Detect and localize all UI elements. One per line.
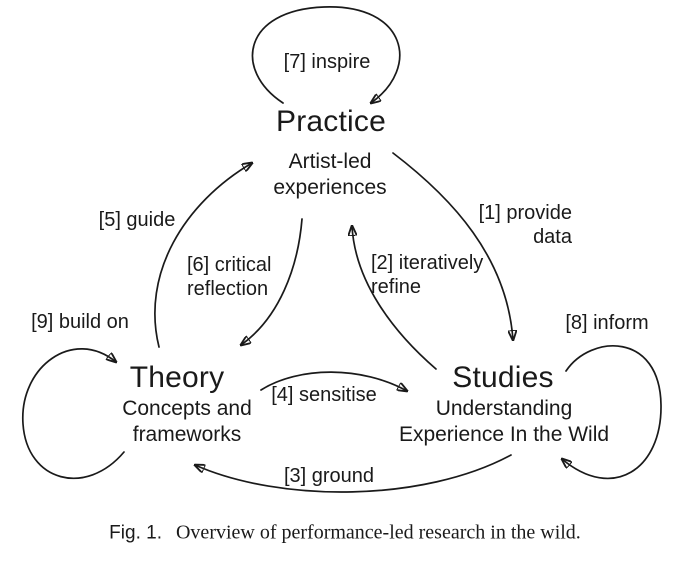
edge-label-2-line1: [2] iteratively: [371, 252, 484, 274]
practice-node-title: Practice: [276, 105, 386, 138]
arrow-5-guide: [154, 163, 252, 348]
edge-label-9-build-on: [9] build on: [31, 311, 129, 333]
edge-label-5-guide: [5] guide: [98, 209, 176, 231]
arrow-7-inspire-loop: [251, 6, 401, 103]
arrow-3-ground: [195, 454, 512, 493]
theory-subtitle-line1: Concepts and: [122, 396, 252, 420]
arrow-1-provide-data: [392, 152, 513, 340]
edge-label-8-inform: [8] inform: [565, 312, 649, 334]
studies-subtitle-line2: Experience In the Wild: [398, 423, 610, 446]
edge-label-1-line2: data: [533, 226, 572, 248]
theory-node-title: Theory: [129, 361, 225, 394]
edge-label-6-critical-reflection: [6] critical reflection: [187, 253, 271, 301]
figure-caption-number: Fig. 1.: [109, 522, 162, 544]
studies-subtitle-line1: Understanding: [435, 396, 573, 420]
edge-label-7-inspire: [7] inspire: [283, 51, 371, 73]
arrow-4-sensitise: [260, 371, 407, 391]
edge-label-1-line1: [1] provide: [478, 202, 572, 224]
edge-label-6-line1: [6] critical: [187, 254, 272, 276]
theory-subtitle-line2: frameworks: [132, 423, 242, 446]
edge-label-2-iteratively-refine: [2] iteratively refine: [371, 251, 483, 299]
edge-label-4-sensitise: [4] sensitise: [271, 384, 377, 406]
arrow-8-inform-loop: [562, 345, 662, 480]
practice-subtitle-line2: experiences: [273, 176, 387, 199]
figure-caption-text: Overview of performance-led research in …: [175, 521, 581, 544]
studies-node-subtitle: Understanding Experience In the Wild: [399, 396, 609, 448]
practice-node-subtitle: Artist-led experiences: [273, 149, 386, 201]
arrow-9-build-on-loop: [22, 348, 125, 479]
edge-label-3-ground: [3] ground: [283, 465, 375, 487]
edge-label-1-provide-data: [1] provide data: [479, 201, 572, 249]
arrow-6-critical-reflection: [241, 218, 303, 345]
arrow-2-iteratively-refine: [352, 226, 437, 370]
practice-subtitle-line1: Artist-led: [288, 149, 372, 173]
studies-node-title: Studies: [452, 361, 554, 394]
theory-node-subtitle: Concepts and frameworks: [122, 396, 252, 448]
figure-caption: Fig. 1. Overview of performance-led resea…: [109, 522, 581, 545]
edge-label-6-line2: reflection: [187, 278, 269, 300]
edge-label-2-line2: refine: [371, 276, 422, 298]
